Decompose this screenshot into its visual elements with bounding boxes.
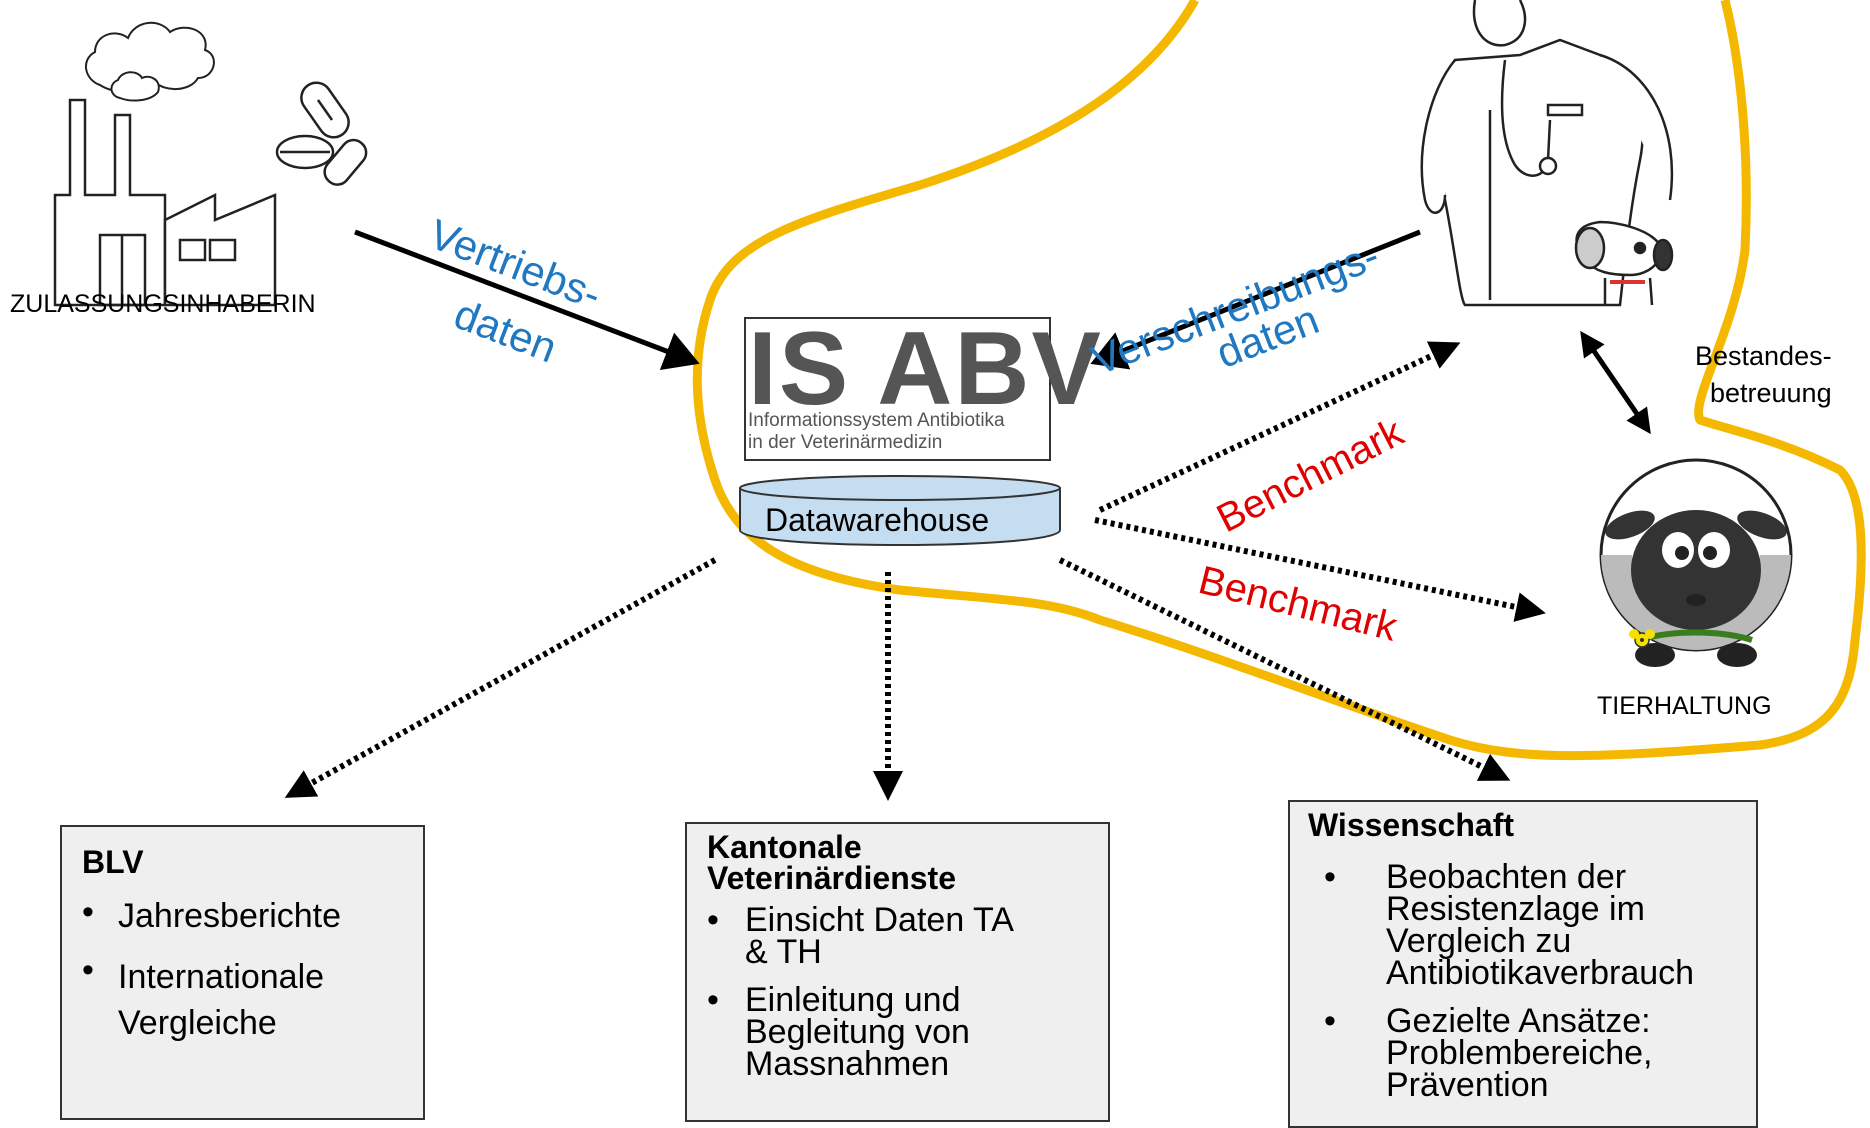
logo-title: IS ABV <box>748 311 1103 427</box>
blv-arrow <box>284 557 717 798</box>
dog-icon <box>1574 220 1674 306</box>
list-item: • Gezielte Ansätze: Problembereiche, Prä… <box>1324 1002 1653 1104</box>
list-item: • Jahresberichte <box>82 893 342 935</box>
cantonal-title: Kantonale Veterinärdienste <box>707 829 956 896</box>
list-item: • Einsicht Daten TA & TH <box>707 901 1014 971</box>
logo-subtitle-line1: Informationssystem Antibiotika <box>748 410 1005 431</box>
list-item: • Beobachten der Resistenzlage im Vergle… <box>1324 858 1695 992</box>
system-boundary-outline <box>692 0 1866 761</box>
logo-subtitle-line2: in der Veterinärmedizin <box>748 432 943 453</box>
list-item: • Internationale Vergleiche <box>82 951 325 1042</box>
sheep-icon <box>1599 458 1793 667</box>
science-box: Wissenschaft • Beobachten der Resistenzl… <box>1288 800 1758 1128</box>
benchmark-farm-arrow <box>1094 517 1546 622</box>
flower-icon <box>1629 629 1655 648</box>
datawarehouse-cylinder <box>739 475 1061 546</box>
cantonal-box: Kantonale Veterinärdienste • Einsicht Da… <box>685 822 1110 1122</box>
science-title: Wissenschaft <box>1308 807 1514 843</box>
factory-icon <box>53 98 277 307</box>
science-arrow <box>1058 557 1511 781</box>
cantonal-list: • Einsicht Daten TA & TH • Einleitung un… <box>707 901 1094 1083</box>
science-list: • Beobachten der Resistenzlage im Vergle… <box>1308 858 1744 1104</box>
prescription-data-arrow <box>1090 229 1421 370</box>
care-double-arrow <box>1580 330 1651 435</box>
benchmark-vet-arrow <box>1098 341 1461 513</box>
pills-icon <box>275 81 368 186</box>
care-label: Bestandes- betreuung <box>1695 341 1832 408</box>
list-item: • Einleitung und Begleitung von Massnahm… <box>707 981 970 1083</box>
blv-box: BLV • Jahresberichte • Internationale Ve… <box>60 825 425 1120</box>
blv-title: BLV <box>82 844 144 880</box>
datawarehouse-label: Datawarehouse <box>765 502 990 538</box>
livestock-label: TIERHALTUNG <box>1597 692 1772 720</box>
holder-label: ZULASSUNGSINHABERIN <box>10 290 316 318</box>
sales-data-arrow <box>354 229 700 370</box>
cloud-icon <box>85 22 215 102</box>
blv-list: • Jahresberichte • Internationale Vergle… <box>82 893 407 1046</box>
logo-frame <box>744 317 1051 461</box>
